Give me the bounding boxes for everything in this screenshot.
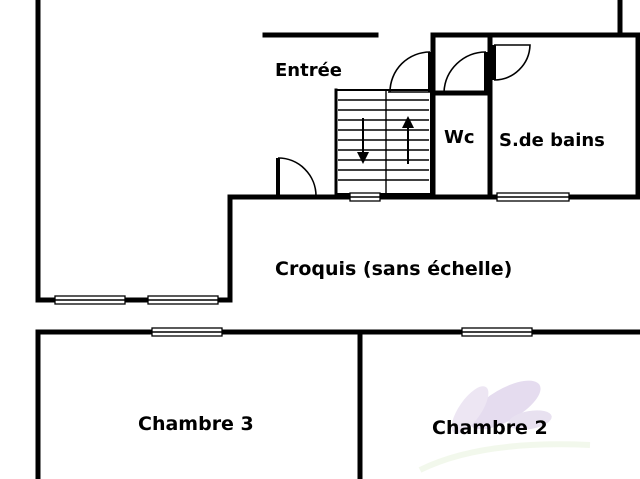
label-chambre-2: Chambre 2 bbox=[432, 417, 548, 439]
label-salle-de-bains: S.de bains bbox=[499, 130, 605, 151]
label-wc: Wc bbox=[444, 127, 475, 148]
entry-door bbox=[388, 51, 432, 93]
up-arrow-icon bbox=[402, 116, 414, 164]
lower-walls bbox=[35, 329, 640, 479]
label-entree: Entrée bbox=[275, 60, 342, 81]
windows-upper bbox=[54, 192, 570, 305]
plan-title: Croquis (sans échelle) bbox=[275, 258, 512, 280]
upper-walls bbox=[35, 0, 640, 303]
staircase bbox=[334, 88, 432, 199]
bathroom-door bbox=[492, 44, 531, 81]
wc-door bbox=[443, 51, 488, 93]
label-chambre-3: Chambre 3 bbox=[138, 413, 254, 435]
windows-lower bbox=[151, 327, 533, 337]
down-arrow-icon bbox=[357, 118, 369, 164]
corridor-door bbox=[276, 157, 317, 197]
watermark-logo bbox=[418, 380, 591, 473]
